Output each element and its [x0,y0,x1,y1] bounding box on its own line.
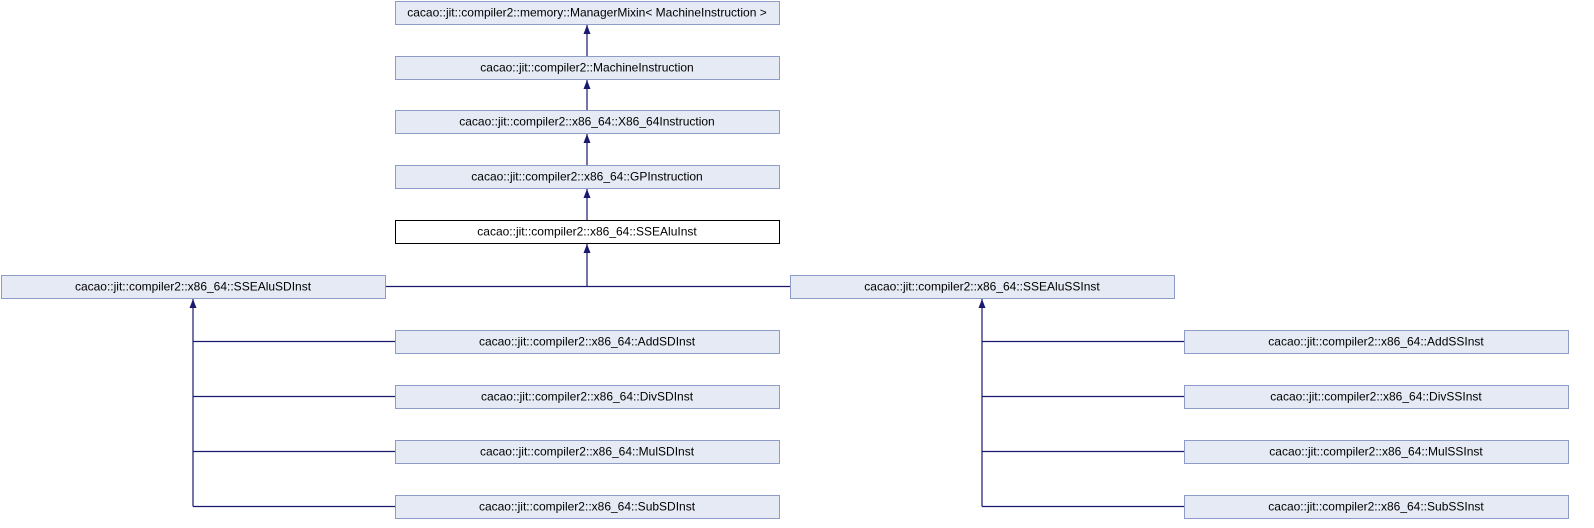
arrowhead-machine-instruction [583,80,591,89]
class-node-box [395,330,780,354]
arrowhead-sse-alu-inst [583,244,591,253]
class-node-box [790,275,1175,299]
class-node-sse-alu-inst[interactable]: cacao::jit::compiler2::x86_64::SSEAluIns… [395,220,780,244]
class-node-box [395,165,780,189]
arrowhead-manager-mixin [583,25,591,34]
class-nodes: cacao::jit::compiler2::memory::ManagerMi… [1,1,1569,519]
class-node-div-ss-inst[interactable]: cacao::jit::compiler2::x86_64::DivSSInst [1184,385,1569,409]
arrowhead-x86-64-instruction [583,134,591,143]
class-node-box [1184,495,1569,519]
class-node-label: cacao::jit::compiler2::x86_64::MulSSInst [1269,445,1483,459]
class-node-label: cacao::jit::compiler2::x86_64::GPInstruc… [471,170,702,184]
class-node-mul-ss-inst[interactable]: cacao::jit::compiler2::x86_64::MulSSInst [1184,440,1569,464]
class-node-add-ss-inst[interactable]: cacao::jit::compiler2::x86_64::AddSSInst [1184,330,1569,354]
class-node-box [1,275,386,299]
class-node-label: cacao::jit::compiler2::x86_64::SubSSInst [1268,500,1484,514]
class-node-label: cacao::jit::compiler2::x86_64::DivSDInst [481,390,694,404]
class-node-label: cacao::jit::compiler2::MachineInstructio… [480,61,693,75]
class-node-div-sd-inst[interactable]: cacao::jit::compiler2::x86_64::DivSDInst [395,385,780,409]
class-node-label: cacao::jit::compiler2::x86_64::AddSDInst [479,335,696,349]
class-node-label: cacao::jit::compiler2::x86_64::MulSDInst [480,445,695,459]
class-node-label: cacao::jit::compiler2::x86_64::DivSSInst [1270,390,1482,404]
class-node-box [395,110,780,134]
class-node-label: cacao::jit::compiler2::x86_64::X86_64Ins… [459,115,714,129]
class-node-box [395,56,780,80]
class-node-label: cacao::jit::compiler2::x86_64::AddSSInst [1268,335,1484,349]
arrowhead-sse-alu-ss-inst [978,299,986,308]
class-node-sse-alu-sd-inst[interactable]: cacao::jit::compiler2::x86_64::SSEAluSDI… [1,275,386,299]
class-node-box [395,495,780,519]
class-node-sub-sd-inst[interactable]: cacao::jit::compiler2::x86_64::SubSDInst [395,495,780,519]
class-node-box [395,1,780,25]
class-node-box [395,385,780,409]
class-node-box [395,220,780,244]
class-node-box [1184,440,1569,464]
class-node-manager-mixin[interactable]: cacao::jit::compiler2::memory::ManagerMi… [395,1,780,25]
inheritance-edges [1,25,1184,508]
class-node-box [1184,330,1569,354]
class-node-label: cacao::jit::compiler2::memory::ManagerMi… [407,6,766,20]
class-node-label: cacao::jit::compiler2::x86_64::SSEAluIns… [477,225,697,239]
arrowhead-sse-alu-sd-inst [189,299,197,308]
class-node-label: cacao::jit::compiler2::x86_64::SSEAluSSI… [864,280,1100,294]
arrowhead-gp-instruction [583,189,591,198]
class-node-label: cacao::jit::compiler2::x86_64::SubSDInst [479,500,696,514]
class-node-sub-ss-inst[interactable]: cacao::jit::compiler2::x86_64::SubSSInst [1184,495,1569,519]
class-node-sse-alu-ss-inst[interactable]: cacao::jit::compiler2::x86_64::SSEAluSSI… [790,275,1175,299]
class-node-gp-instruction[interactable]: cacao::jit::compiler2::x86_64::GPInstruc… [395,165,780,189]
class-node-label: cacao::jit::compiler2::x86_64::SSEAluSDI… [75,280,312,294]
class-node-machine-instruction[interactable]: cacao::jit::compiler2::MachineInstructio… [395,56,780,80]
class-node-box [1184,385,1569,409]
class-node-x86-64-instruction[interactable]: cacao::jit::compiler2::x86_64::X86_64Ins… [395,110,780,134]
class-node-mul-sd-inst[interactable]: cacao::jit::compiler2::x86_64::MulSDInst [395,440,780,464]
class-node-add-sd-inst[interactable]: cacao::jit::compiler2::x86_64::AddSDInst [395,330,780,354]
class-node-box [395,440,780,464]
